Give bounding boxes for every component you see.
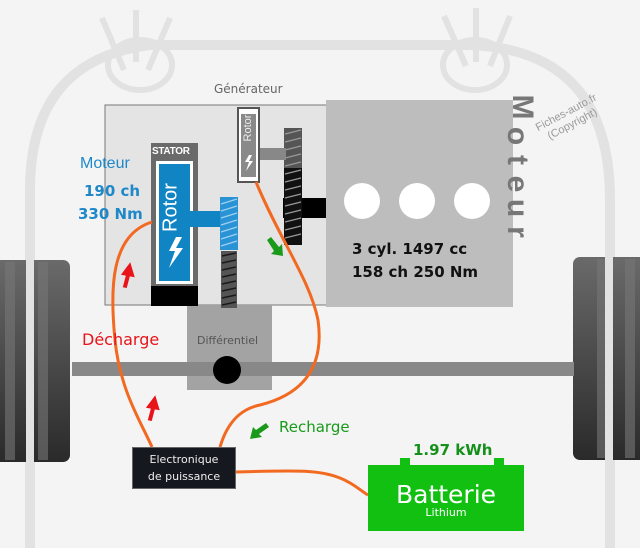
battery-body [368, 465, 524, 531]
motor-gear [220, 197, 238, 250]
engine-gear [284, 128, 302, 245]
generator-lightning-icon [245, 155, 253, 171]
battery-type: Lithium [425, 506, 467, 519]
stator-label: STATOR [152, 146, 190, 157]
power-electronics-line2: de puissance [147, 470, 221, 483]
battery-capacity: 1.97 kWh [413, 441, 493, 459]
wheel-right [573, 257, 640, 460]
combustion-engine-label-letter: r [501, 226, 534, 238]
wheel-left [0, 260, 70, 462]
discharge-label: Décharge [82, 330, 160, 349]
motor-lightning-icon [169, 237, 183, 268]
generator-title: Générateur [214, 82, 283, 96]
motor-rotor [159, 164, 190, 281]
electric-motor-torque: 330 Nm [78, 205, 143, 223]
cylinder-1 [344, 183, 380, 219]
discharge-arrow-icon-2 [145, 395, 160, 421]
cable-generator-electronics [218, 181, 321, 448]
motor-stator-base [151, 286, 198, 306]
electric-motor-power: 190 ch [84, 182, 141, 200]
differential-gear [213, 356, 241, 384]
headlight-left-icon [99, 10, 175, 93]
generator-rotor-label: Rotor [242, 114, 254, 142]
cable-motor-electronics [111, 220, 154, 448]
recharge-arrow-icon-1 [267, 237, 283, 256]
power-cables [111, 181, 369, 497]
differential-label: Différentiel [197, 334, 259, 347]
reduction-gear [221, 251, 237, 308]
battery-terminal-pos [494, 458, 504, 466]
electric-motor-label: Moteur [80, 155, 130, 172]
motor-rotor-label: Rotor [159, 183, 182, 232]
battery-label: Batterie [395, 480, 497, 509]
axle [72, 362, 574, 376]
generator-shaft [256, 148, 286, 160]
headlight-right-icon [440, 8, 513, 93]
cylinder-2 [399, 183, 435, 219]
engine-power-torque: 158 ch 250 Nm [352, 263, 479, 281]
power-electronics-line1: Electronique [149, 453, 219, 466]
cable-electronics-battery [235, 469, 369, 497]
motor-shaft [190, 211, 220, 227]
recharge-arrow-icon-2 [250, 423, 269, 439]
cylinders [344, 183, 490, 219]
cylinder-3 [454, 183, 490, 219]
car-body-outline [25, 40, 615, 548]
engine-displacement: 3 cyl. 1497 cc [352, 240, 468, 258]
recharge-label: Recharge [279, 418, 350, 436]
battery-terminal-neg [400, 458, 410, 466]
power-electronics-box: Electronique de puissance [132, 447, 236, 489]
discharge-arrow-icon-1 [120, 262, 135, 288]
